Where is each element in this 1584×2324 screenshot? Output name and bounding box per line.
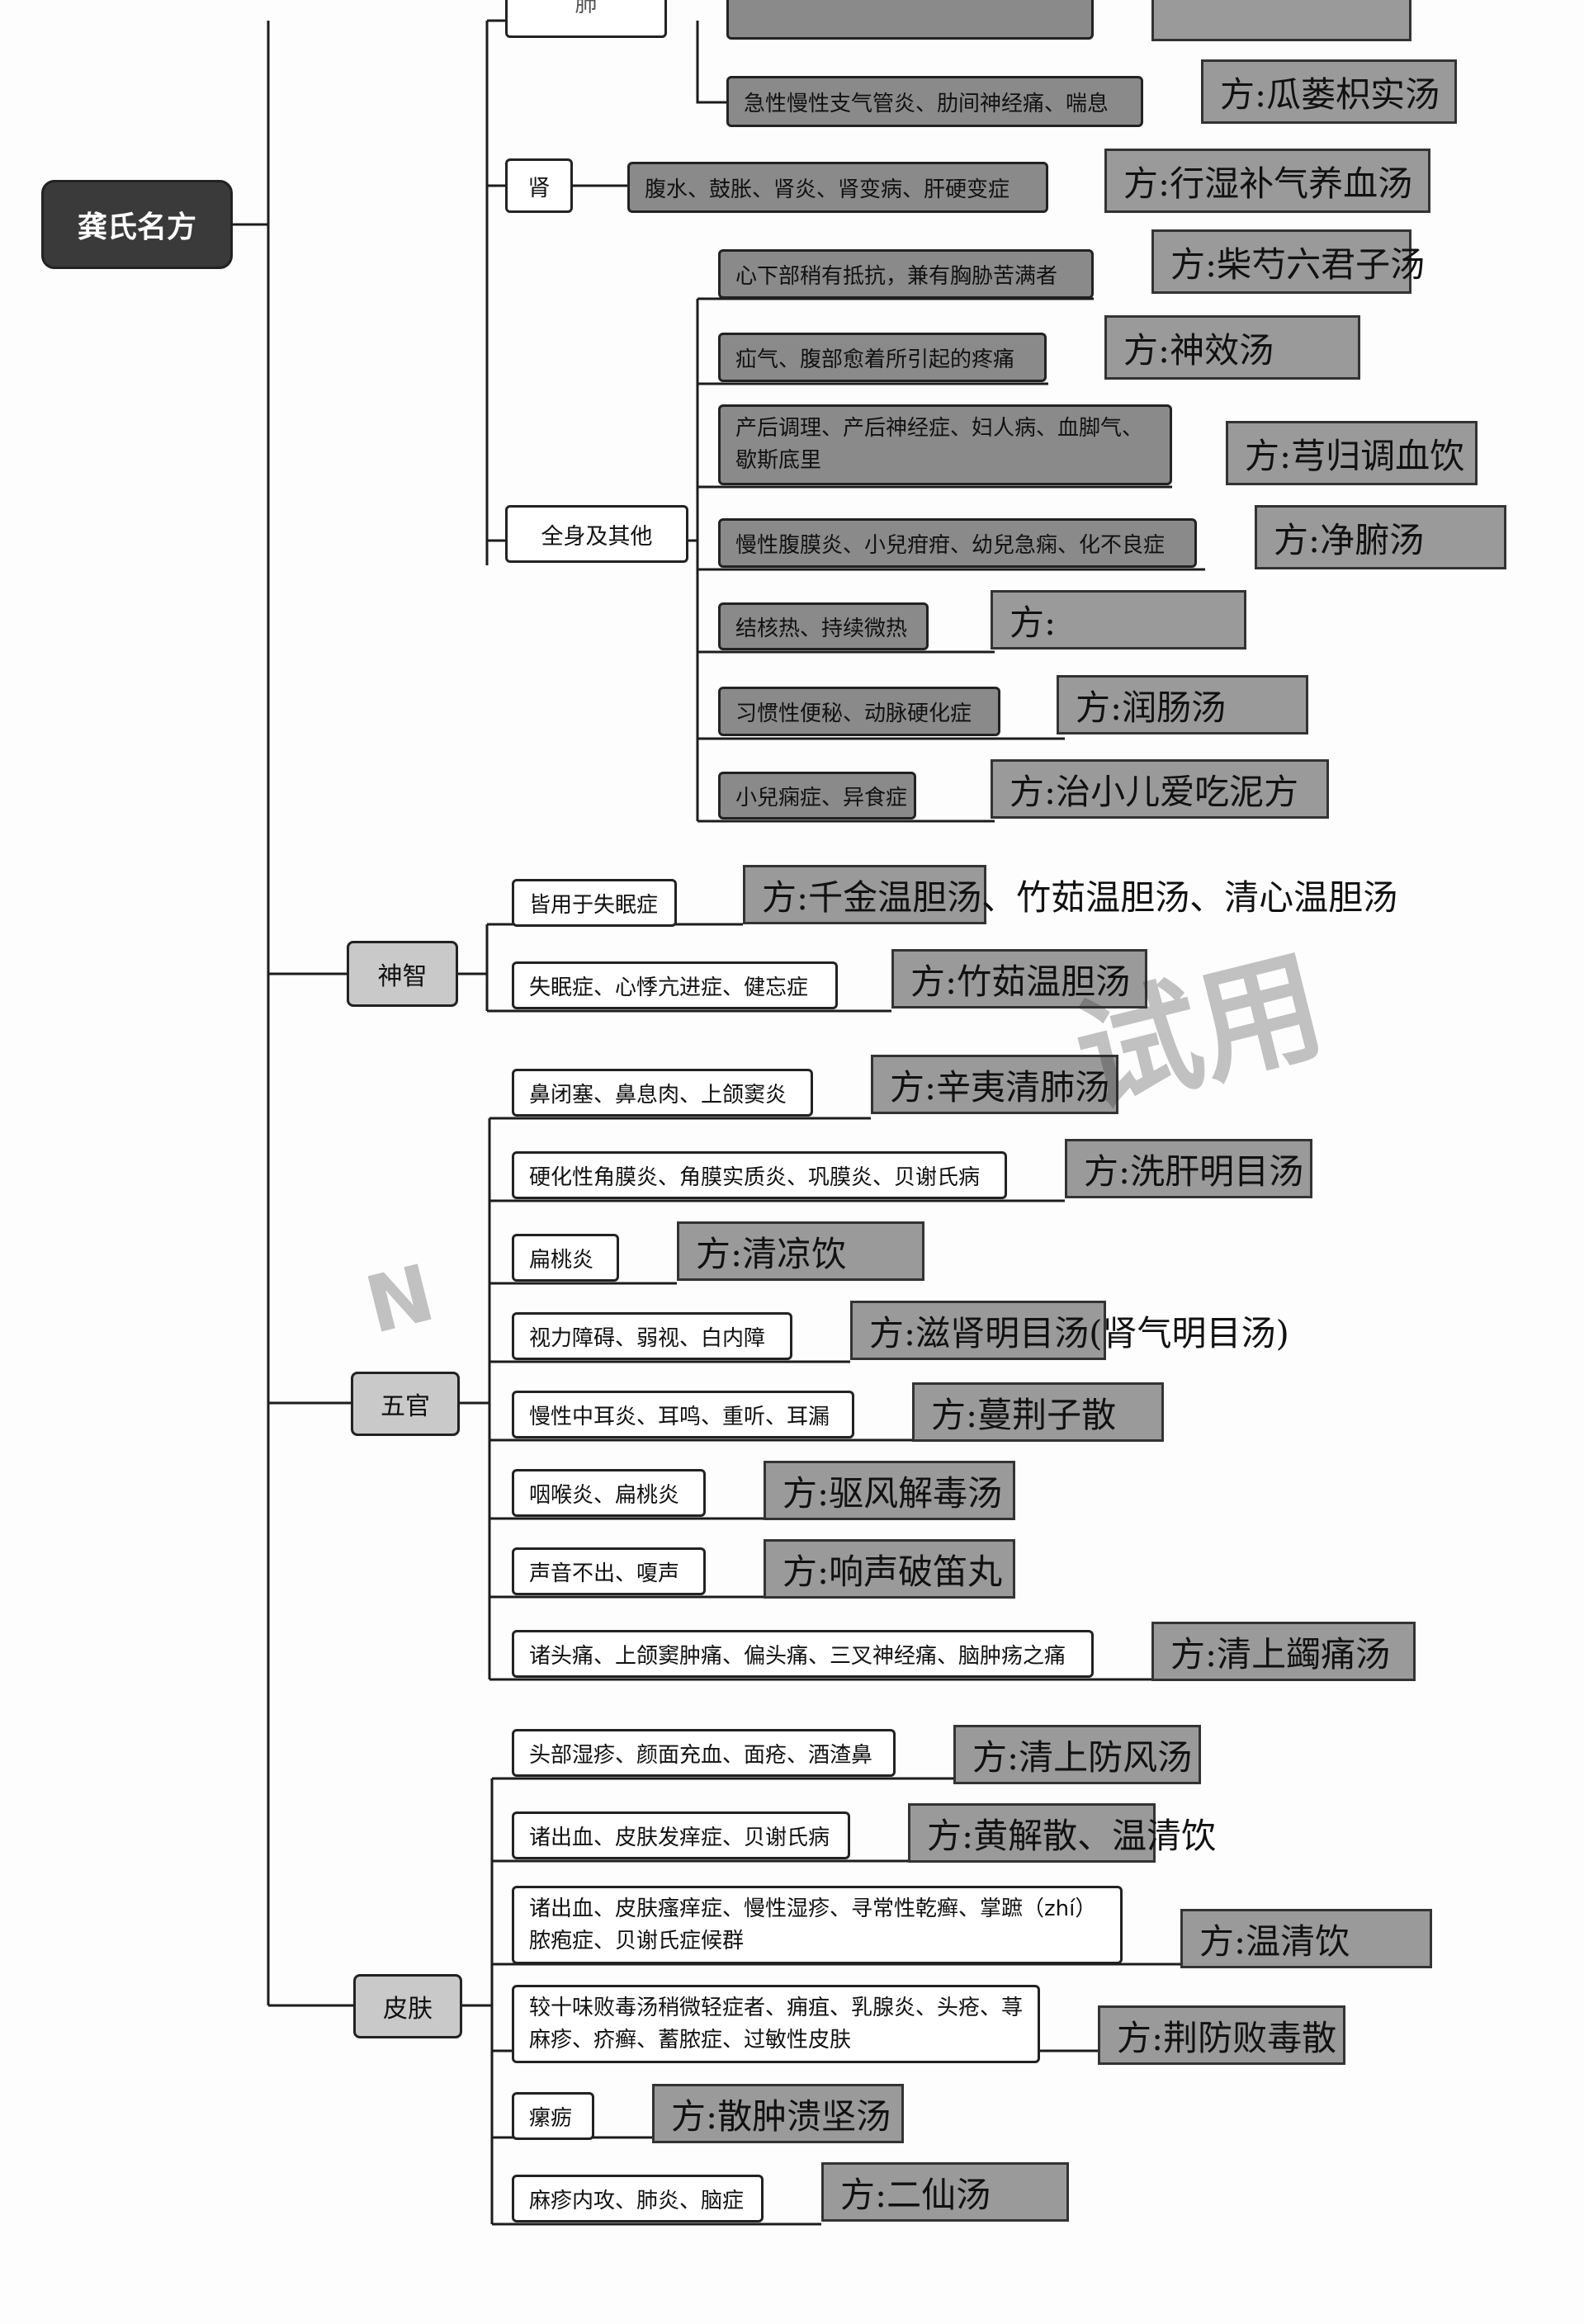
rx-text: 方:清上蠲痛汤 (1170, 1633, 1391, 1675)
rx-text: 方:黄解散、温清饮 (927, 1815, 1217, 1856)
subcategory-shen[interactable]: 肾 (505, 158, 573, 213)
category-shenzhi[interactable]: 神智 (347, 941, 458, 1007)
rx-text: 方:净腑汤 (1274, 519, 1425, 560)
rx-wg-3: 方:清凉饮 (677, 1221, 924, 1281)
rx-wg-2: 方:洗肝明目汤 (1065, 1139, 1312, 1198)
link-wuguan-out (458, 1118, 491, 1679)
symptom-lung-1[interactable] (726, 0, 1094, 40)
rx-text: 方:瓜蒌枳实汤 (1220, 73, 1440, 115)
rx-text: 方:柴芍六君子汤 (1170, 243, 1426, 285)
rx-text: 方:竹茹温胆汤 (910, 961, 1131, 1002)
rx-text: 方:滋肾明目汤(肾气明目汤) (869, 1312, 1289, 1353)
link-shenzhi-out (456, 924, 489, 1011)
symptom-pf-2[interactable]: 诸出血、皮肤发痒症、贝谢氏病 (512, 1811, 850, 1859)
rx-qs-4: 方:净腑汤 (1255, 505, 1506, 569)
rx-text: 方:散肿溃坚汤 (671, 2095, 891, 2137)
link-pifu-out (461, 1778, 494, 2224)
symptom-shen-1[interactable]: 腹水、鼓胀、肾炎、肾变病、肝硬变症 (627, 162, 1048, 213)
subcategory-lung-partial[interactable]: 肺 (505, 0, 667, 38)
rx-text: 方:清上防风汤 (972, 1736, 1193, 1778)
rx-wg-1: 方:辛夷清肺汤 (871, 1055, 1118, 1114)
rx-text: 方: (1010, 602, 1057, 643)
rx-pf-5: 方:散肿溃坚汤 (652, 2084, 904, 2143)
rx-text: 方:蔓荆子散 (931, 1394, 1117, 1435)
symptom-qs-1[interactable]: 心下部稍有抵抗，兼有胸胁苦满者 (718, 249, 1094, 299)
category-pifu[interactable]: 皮肤 (353, 1974, 462, 2038)
symptom-wg-2[interactable]: 硬化性角膜炎、角膜实质炎、巩膜炎、贝谢氏病 (512, 1151, 1007, 1199)
category-wuguan[interactable]: 五官 (351, 1372, 460, 1436)
rx-text: 方:千金温胆汤、竹茹温胆汤、清心温胆汤 (762, 876, 1398, 918)
rx-text: 方:治小儿爱吃泥方 (1010, 771, 1299, 812)
symptom-qs-5[interactable]: 结核热、持续微热 (718, 602, 929, 650)
rx-pf-2: 方:黄解散、温清饮 (908, 1803, 1216, 1863)
link-lung-branch (696, 21, 726, 104)
rx-shen-1: 方:行湿补气养血汤 (1104, 149, 1430, 213)
rx-qs-6: 方:润肠汤 (1057, 675, 1308, 735)
symptom-sz-2[interactable]: 失眠症、心悸亢进症、健忘症 (512, 961, 838, 1009)
symptom-wg-4[interactable]: 视力障碍、弱视、白内障 (512, 1312, 792, 1360)
rx-text: 方:润肠汤 (1076, 687, 1227, 728)
rx-qs-3: 方:芎归调血饮 (1226, 421, 1478, 485)
symptom-wg-6[interactable]: 咽喉炎、扁桃炎 (512, 1469, 706, 1517)
symptom-wg-8[interactable]: 诸头痛、上颌窦肿痛、偏头痛、三叉神经痛、脑肿疡之痛 (512, 1630, 1094, 1678)
symptom-wg-3[interactable]: 扁桃炎 (512, 1234, 619, 1282)
symptom-pf-5[interactable]: 瘰疬 (512, 2092, 594, 2140)
rx-qs-7: 方:治小儿爱吃泥方 (991, 759, 1329, 819)
rx-text: 方:洗肝明目汤 (1084, 1150, 1304, 1192)
rx-wg-6: 方:驱风解毒汤 (764, 1461, 1015, 1520)
rx-text: 方:温清饮 (1199, 1920, 1350, 1962)
root-node[interactable]: 龚氏名方 (41, 180, 233, 269)
rx-pf-6: 方:二仙汤 (821, 2162, 1069, 2222)
rx-text: 方:辛夷清肺汤 (890, 1066, 1110, 1108)
rx-text: 方:芎归调血饮 (1245, 435, 1465, 476)
subcategory-quanshen[interactable]: 全身及其他 (505, 505, 688, 563)
rx-text: 方:神效汤 (1123, 329, 1274, 371)
symptom-sz-1[interactable]: 皆用于失眠症 (512, 879, 677, 927)
rx-sz-2: 方:竹茹温胆汤 (891, 949, 1147, 1008)
rx-pf-3: 方:温清饮 (1180, 1909, 1432, 1968)
rx-pf-1: 方:清上防风汤 (953, 1725, 1201, 1784)
symptom-wg-1[interactable]: 鼻闭塞、鼻息肉、上颌窦炎 (512, 1069, 813, 1117)
symptom-qs-3[interactable]: 产后调理、产后神经症、妇人病、血脚气、歇斯底里 (718, 404, 1172, 485)
symptom-qs-4[interactable]: 慢性腹膜炎、小兒疳疳、幼兒急痫、化不良症 (718, 518, 1197, 568)
rx-lung-2: 方:瓜蒌枳实汤 (1201, 59, 1457, 124)
rx-wg-8: 方:清上蠲痛汤 (1151, 1622, 1416, 1681)
symptom-wg-7[interactable]: 声音不出、嗄声 (512, 1547, 706, 1595)
rx-wg-4: 方:滋肾明目汤(肾气明目汤) (850, 1301, 1289, 1360)
rx-sz-1: 方:千金温胆汤、竹茹温胆汤、清心温胆汤 (743, 865, 1397, 924)
rx-qs-5: 方: (991, 590, 1246, 649)
rx-lung-1 (1151, 0, 1411, 41)
rx-text: 方:行湿补气养血汤 (1123, 163, 1413, 204)
rx-wg-7: 方:响声破笛丸 (764, 1539, 1015, 1599)
rx-text: 方:荆防败毒散 (1117, 2017, 1337, 2058)
symptom-qs-7[interactable]: 小兒痫症、异食症 (718, 772, 916, 820)
rx-qs-1: 方:柴芍六君子汤 (1151, 229, 1425, 294)
rx-qs-2: 方:神效汤 (1104, 315, 1360, 380)
rx-text: 方:响声破笛丸 (783, 1551, 1003, 1592)
symptom-pf-6[interactable]: 麻疹内攻、肺炎、脑症 (512, 2175, 764, 2222)
link-root-spine (231, 21, 270, 2005)
rx-text: 方:清凉饮 (696, 1233, 847, 1274)
symptom-pf-3[interactable]: 诸出血、皮肤瘙痒症、慢性湿疹、寻常性乾癣、掌蹠（zhí）脓疱症、贝谢氏症候群 (512, 1886, 1123, 1964)
symptom-pf-4[interactable]: 较十味败毒汤稍微轻症者、痈疽、乳腺炎、头疮、荨麻疹、疥癣、蓄脓症、过敏性皮肤 (512, 1985, 1040, 2063)
rx-wg-5: 方:蔓荆子散 (912, 1382, 1164, 1442)
symptom-lung-2[interactable]: 急性慢性支气管炎、肋间神经痛、喘息 (726, 76, 1143, 127)
symptom-qs-6[interactable]: 习惯性便秘、动脉硬化症 (718, 687, 1000, 736)
symptom-pf-1[interactable]: 头部湿疹、颜面充血、面疮、酒渣鼻 (512, 1729, 896, 1777)
rx-pf-4: 方:荆防败毒散 (1098, 2005, 1345, 2065)
symptom-qs-2[interactable]: 疝气、腹部愈着所引起的疼痛 (718, 333, 1047, 382)
rx-text: 方:二仙汤 (840, 2174, 991, 2215)
rx-text: 方:驱风解毒汤 (783, 1472, 1003, 1514)
symptom-wg-5[interactable]: 慢性中耳炎、耳鸣、重听、耳漏 (512, 1391, 854, 1438)
